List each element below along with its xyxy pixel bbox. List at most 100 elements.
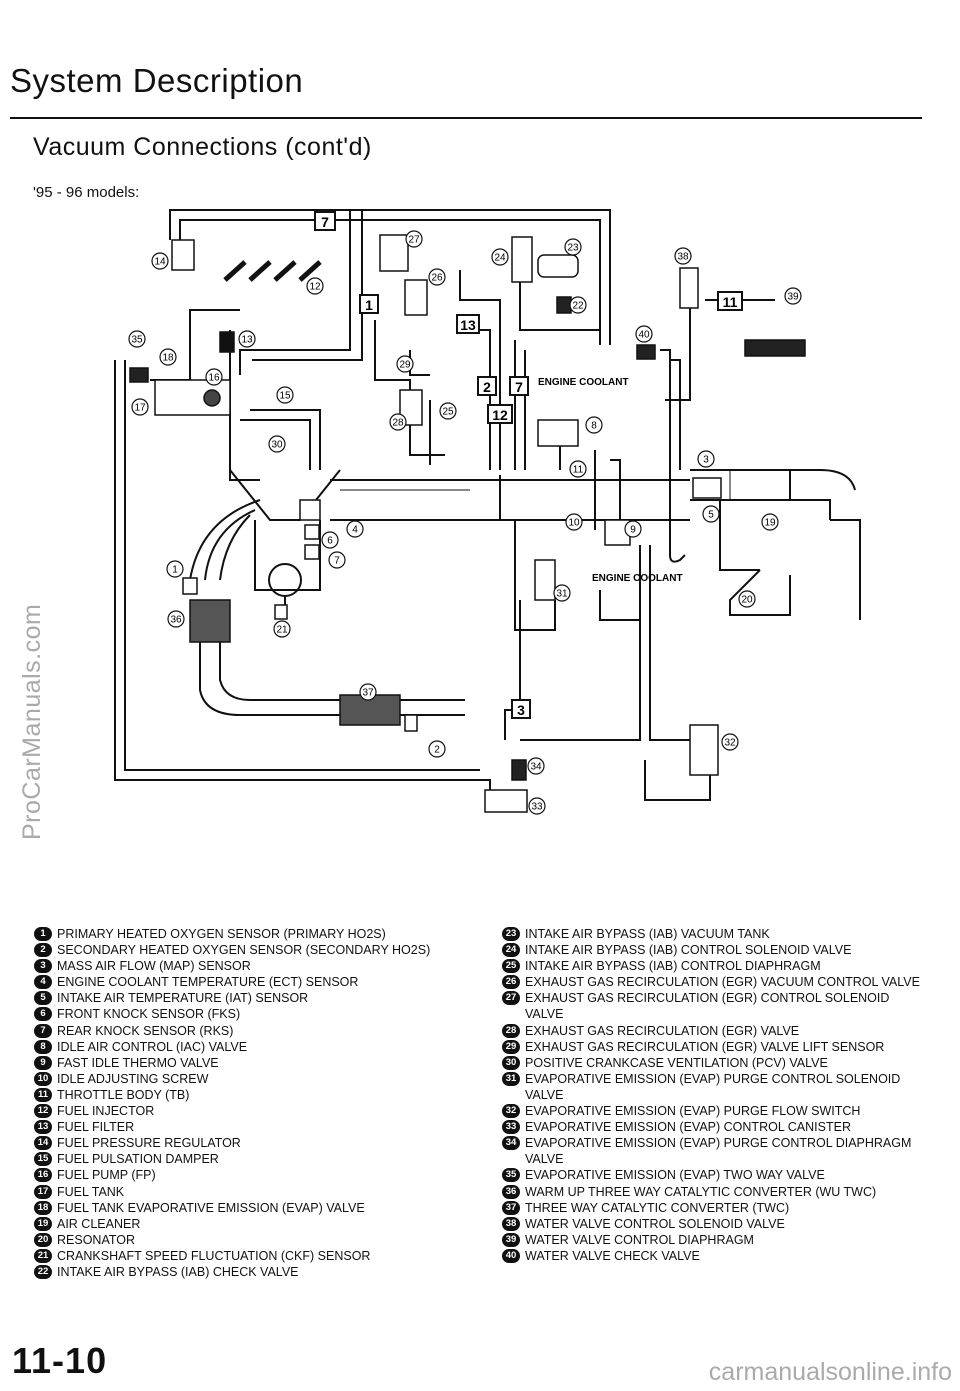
legend-text: CRANKSHAFT SPEED FLUCTUATION (CKF) SENSO… — [57, 1248, 371, 1263]
svg-text:1: 1 — [172, 565, 178, 576]
callout-1: 1 — [166, 560, 184, 578]
svg-text:16: 16 — [208, 373, 220, 384]
air-intake-duct — [690, 469, 791, 501]
svg-text:4: 4 — [352, 525, 358, 536]
primary-ho2s — [182, 577, 198, 595]
legend-number: 19 — [34, 1216, 52, 1231]
legend-text: MASS AIR FLOW (MAP) SENSOR — [57, 959, 251, 974]
legend-number: 5 — [34, 991, 52, 1006]
legend-number: 36 — [502, 1184, 520, 1199]
legend-item: 3 MASS AIR FLOW (MAP) SENSOR — [34, 958, 464, 974]
egr-solenoid — [379, 234, 409, 272]
legend-number: 28 — [502, 1023, 520, 1038]
legend-number: 14 — [34, 1136, 52, 1151]
legend-number: 31 — [502, 1071, 520, 1086]
callout-30: 30 — [268, 435, 286, 453]
legend-item: 30 POSITIVE CRANKCASE VENTILATION (PCV) V… — [502, 1055, 922, 1071]
hose-outer-left-2 — [124, 360, 480, 771]
legend-text: EVAPORATIVE EMISSION (EVAP) PURGE FLOW S… — [525, 1104, 861, 1119]
svg-text:6: 6 — [327, 536, 333, 547]
legend-number: 30 — [502, 1055, 520, 1070]
legend-number: 10 — [34, 1071, 52, 1086]
purge-diaphragm — [511, 759, 527, 781]
iab-solenoid — [511, 236, 533, 283]
legend-text: INTAKE AIR TEMPERATURE (IAT) SENSOR — [57, 991, 309, 1006]
evap-two-way-valve — [129, 367, 149, 383]
box-11: 11 — [717, 291, 743, 311]
legend-number: 2 — [34, 943, 52, 958]
legend-text: INTAKE AIR BYPASS (IAB) CHECK VALVE — [57, 1264, 299, 1279]
iab-check-valve — [556, 296, 572, 314]
legend-number: 3 — [34, 959, 52, 974]
legend-text: EVAPORATIVE EMISSION (EVAP) PURGE CONTRO… — [525, 1136, 912, 1167]
svg-text:7: 7 — [321, 214, 329, 230]
svg-text:38: 38 — [677, 252, 689, 263]
side-watermark: ProCarManuals.com — [18, 603, 46, 840]
svg-text:13: 13 — [460, 317, 476, 333]
callout-26: 26 — [428, 268, 446, 286]
hose-40 — [660, 349, 671, 480]
svg-text:22: 22 — [572, 301, 584, 312]
legend-text: WATER VALVE CONTROL DIAPHRAGM — [525, 1232, 754, 1247]
iac-valve — [537, 419, 579, 447]
svg-text:30: 30 — [271, 440, 283, 451]
legend-text: EXHAUST GAS RECIRCULATION (EGR) VALVE LI… — [525, 1039, 885, 1054]
legend-text: RESONATOR — [57, 1232, 136, 1247]
hose-38 — [665, 300, 691, 401]
legend-text: FAST IDLE THERMO VALVE — [57, 1055, 219, 1070]
fuel-filter — [219, 331, 235, 353]
svg-text:24: 24 — [494, 253, 506, 264]
bottom-watermark: carmanualsonline.info — [708, 1358, 952, 1386]
callout-34: 34 — [527, 757, 545, 775]
hose-13b — [470, 329, 491, 470]
callout-9: 9 — [624, 520, 642, 538]
box-7a: 7 — [314, 211, 336, 231]
legend-number: 20 — [34, 1232, 52, 1247]
svg-text:27: 27 — [408, 235, 420, 246]
svg-text:11: 11 — [723, 294, 738, 310]
legend-text: INTAKE AIR BYPASS (IAB) CONTROL SOLENOID… — [525, 943, 852, 958]
legend-text: EVAPORATIVE EMISSION (EVAP) PURGE CONTRO… — [525, 1071, 901, 1102]
legend-number: 6 — [34, 1007, 52, 1022]
svg-text:5: 5 — [708, 510, 714, 521]
callout-35: 35 — [128, 330, 146, 348]
legend-text: REAR KNOCK SENSOR (RKS) — [57, 1023, 234, 1038]
callout-7: 7 — [328, 551, 346, 569]
svg-text:10: 10 — [568, 518, 580, 529]
box-2: 2 — [477, 376, 497, 396]
svg-text:2: 2 — [483, 379, 491, 395]
hose-24 — [519, 280, 601, 345]
svg-text:17: 17 — [134, 403, 146, 414]
callout-32: 32 — [721, 733, 739, 751]
section-subtitle: Vacuum Connections (cont'd) — [33, 133, 372, 161]
legend-text: INTAKE AIR BYPASS (IAB) CONTROL DIAPHRAG… — [525, 959, 821, 974]
legend-text: THREE WAY CATALYTIC CONVERTER (TWC) — [525, 1200, 790, 1215]
legend-number: 22 — [34, 1264, 52, 1279]
box-7b: 7 — [509, 376, 529, 396]
legend-text: POSITIVE CRANKCASE VENTILATION (PCV) VAL… — [525, 1055, 828, 1070]
callout-25: 25 — [439, 402, 457, 420]
hose-top-loop-2 — [179, 219, 601, 345]
air-cleaner-duct — [790, 469, 856, 491]
fuel-pressure-regulator — [171, 239, 195, 271]
svg-text:20: 20 — [741, 595, 753, 606]
legend-text: EVAPORATIVE EMISSION (EVAP) TWO WAY VALV… — [525, 1168, 825, 1183]
legend-number: 21 — [34, 1248, 52, 1263]
callout-38: 38 — [674, 247, 692, 265]
legend-number: 26 — [502, 975, 520, 990]
svg-text:37: 37 — [362, 688, 374, 699]
egr-vacuum-control — [404, 279, 428, 316]
legend-number: 38 — [502, 1216, 520, 1231]
page-title: System Description — [10, 62, 304, 99]
callout-13: 13 — [238, 330, 256, 348]
hose-1 — [374, 320, 445, 456]
